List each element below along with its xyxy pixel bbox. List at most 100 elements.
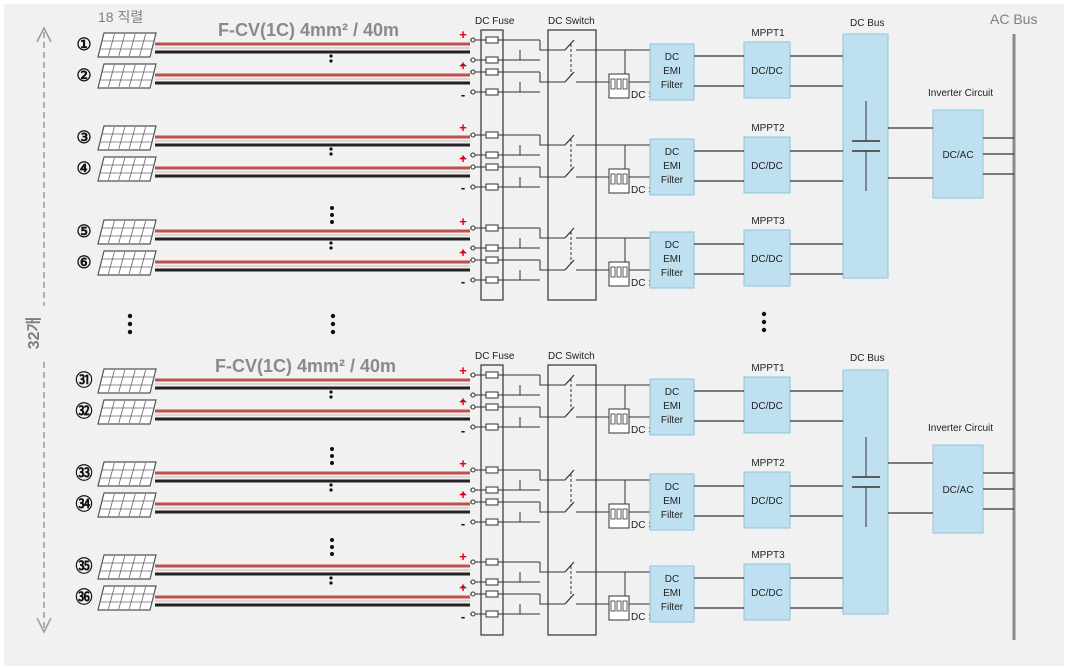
mppt-label: MPPT3 [751,216,785,227]
fuse-element [485,151,499,159]
minus-terminal: - [461,243,465,258]
pv-string-11: ㉟+- [76,549,470,593]
pv-string-1: ①+- [76,27,470,71]
panel-grid-line [139,586,146,610]
fuse-element [485,371,499,379]
terminal-node [470,277,476,283]
string-number: ㉜ [76,401,93,421]
terminal-node [470,591,476,597]
emi-filter-label: DC [665,147,679,158]
solar-panel-icon [97,368,157,394]
dc-switch-frame [547,29,597,301]
panel-grid-line [118,369,126,393]
spd-element [622,413,628,425]
panel-grid-line [128,220,136,244]
ellipsis-dot [329,152,333,156]
spd-element [610,78,616,90]
switch-blade [564,166,575,178]
string-number: ㉟ [76,556,93,576]
ellipsis-dot [329,576,333,580]
spd-element [622,508,628,520]
fuse-element [485,36,499,44]
switch-blade [564,469,575,481]
string-number: ④ [76,159,91,178]
fuse-element [485,183,499,191]
fuse-element [485,610,499,618]
dc-fuse-frame [480,364,504,636]
pv-string-2: ②+- [76,54,470,102]
panel-grid-line [128,369,136,393]
spd-element [616,600,622,612]
dc-bus-label: DC Bus [850,18,884,29]
switch-blade [564,561,575,573]
panel-grid-line [139,64,146,88]
panel-grid-line [118,493,126,517]
pv-string-12: ㊱+- [76,576,470,624]
spd-element [610,508,616,520]
dc-switch-label: DC Switch [548,351,595,362]
panel-grid-line [108,369,115,393]
panel-grid-line [139,493,146,517]
inverter-circuit-label: Inverter Circuit [928,423,993,434]
mppt-label: MPPT2 [751,458,785,469]
spd-box [608,261,630,287]
terminal-node [470,499,476,505]
panel-grid-line [108,220,115,244]
mppt-channel-2: DC SPDDCEMIFilterMPPT2DC/DC [470,458,843,531]
ellipsis-dot [329,483,333,487]
terminal-node [470,519,476,525]
emi-filter-label: Filter [661,175,684,186]
fuse-element [485,256,499,264]
emi-filter-label: EMI [663,254,681,265]
emi-filter-label: EMI [663,161,681,172]
string-number: ㉞ [76,494,93,514]
emi-filter-label: EMI [663,401,681,412]
minus-terminal: - [461,180,465,195]
pv-string-5: ⑤+- [76,214,470,258]
merge-wire [539,470,565,481]
panel-grid-line [108,157,115,181]
emi-filter-box [649,43,695,101]
terminal-node [470,57,476,63]
switch-blade [564,593,575,605]
solar-panel-icon [97,554,157,580]
string-number: ⑥ [76,253,91,272]
merge-wire [539,135,565,146]
pv-string-10: ㉞+- [76,483,470,531]
spd-element [622,78,628,90]
pv-string-6: ⑥+- [76,241,470,289]
plus-terminal: + [459,580,467,595]
emi-filter-box [649,473,695,531]
mppt-channel-3: DC SPDDCEMIFilterMPPT3DC/DC [470,216,843,289]
merge-wire [539,228,565,239]
spd-box [608,408,630,434]
spd-element [610,266,616,278]
dc-fuse-label: DC Fuse [475,351,515,362]
mppt-label: MPPT1 [751,363,785,374]
fuse-element [485,391,499,399]
plus-terminal: + [459,27,467,42]
panel-grid-line [118,64,126,88]
spd-element [622,600,628,612]
plus-terminal: + [459,58,467,73]
emi-filter-box [649,378,695,436]
emi-filter-label: Filter [661,602,684,613]
switch-blade [564,501,575,513]
fuse-element [485,68,499,76]
dcdc-box [743,41,791,99]
fuse-element [485,518,499,526]
panel-grid-line [118,555,126,579]
pv-string-9: ㉝+- [76,456,470,500]
dcdc-box [743,471,791,529]
panel-grid-line [118,220,126,244]
terminal-node [470,164,476,170]
fuse-element [485,403,499,411]
dc-fuse-label: DC Fuse [475,16,515,27]
string-number: ③ [76,128,91,147]
panel-grid-line [108,555,115,579]
emi-filter-label: DC [665,574,679,585]
series-label: 18 직렬 [98,9,143,25]
